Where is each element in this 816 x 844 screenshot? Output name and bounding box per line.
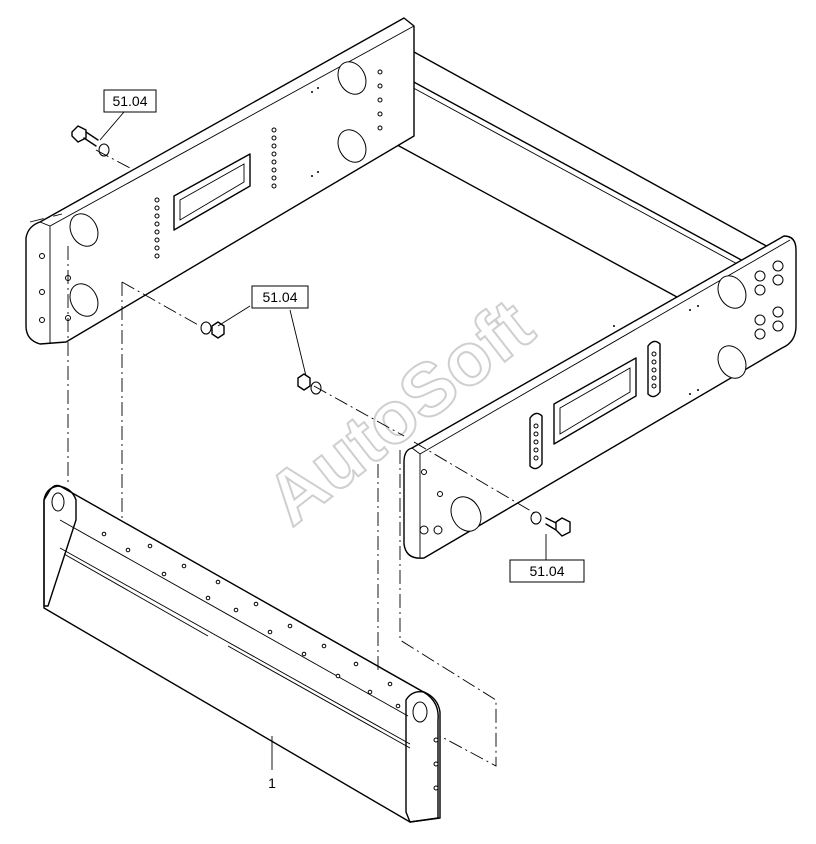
washers-center-left (200, 321, 225, 339)
lower-cross-member (43, 484, 441, 823)
callout-center[interactable]: 51.04 (251, 285, 309, 309)
callout-leaders (99, 111, 547, 770)
nut-center (297, 373, 322, 395)
center-lines (29, 149, 537, 767)
callout-label: 51.04 (262, 289, 297, 305)
callout-label: 51.04 (529, 563, 564, 579)
callout-bottom-right[interactable]: 51.04 (509, 559, 585, 583)
bolt-bottom-right (530, 511, 571, 537)
left-side-plate (25, 17, 415, 345)
right-side-plate (403, 235, 797, 559)
bolt-top-left (71, 125, 110, 157)
callout-label: 51.04 (112, 93, 147, 109)
callout-top-left[interactable]: 51.04 (103, 89, 157, 113)
part-number: 1 (268, 775, 276, 791)
part-number-label: 1 (268, 775, 276, 791)
